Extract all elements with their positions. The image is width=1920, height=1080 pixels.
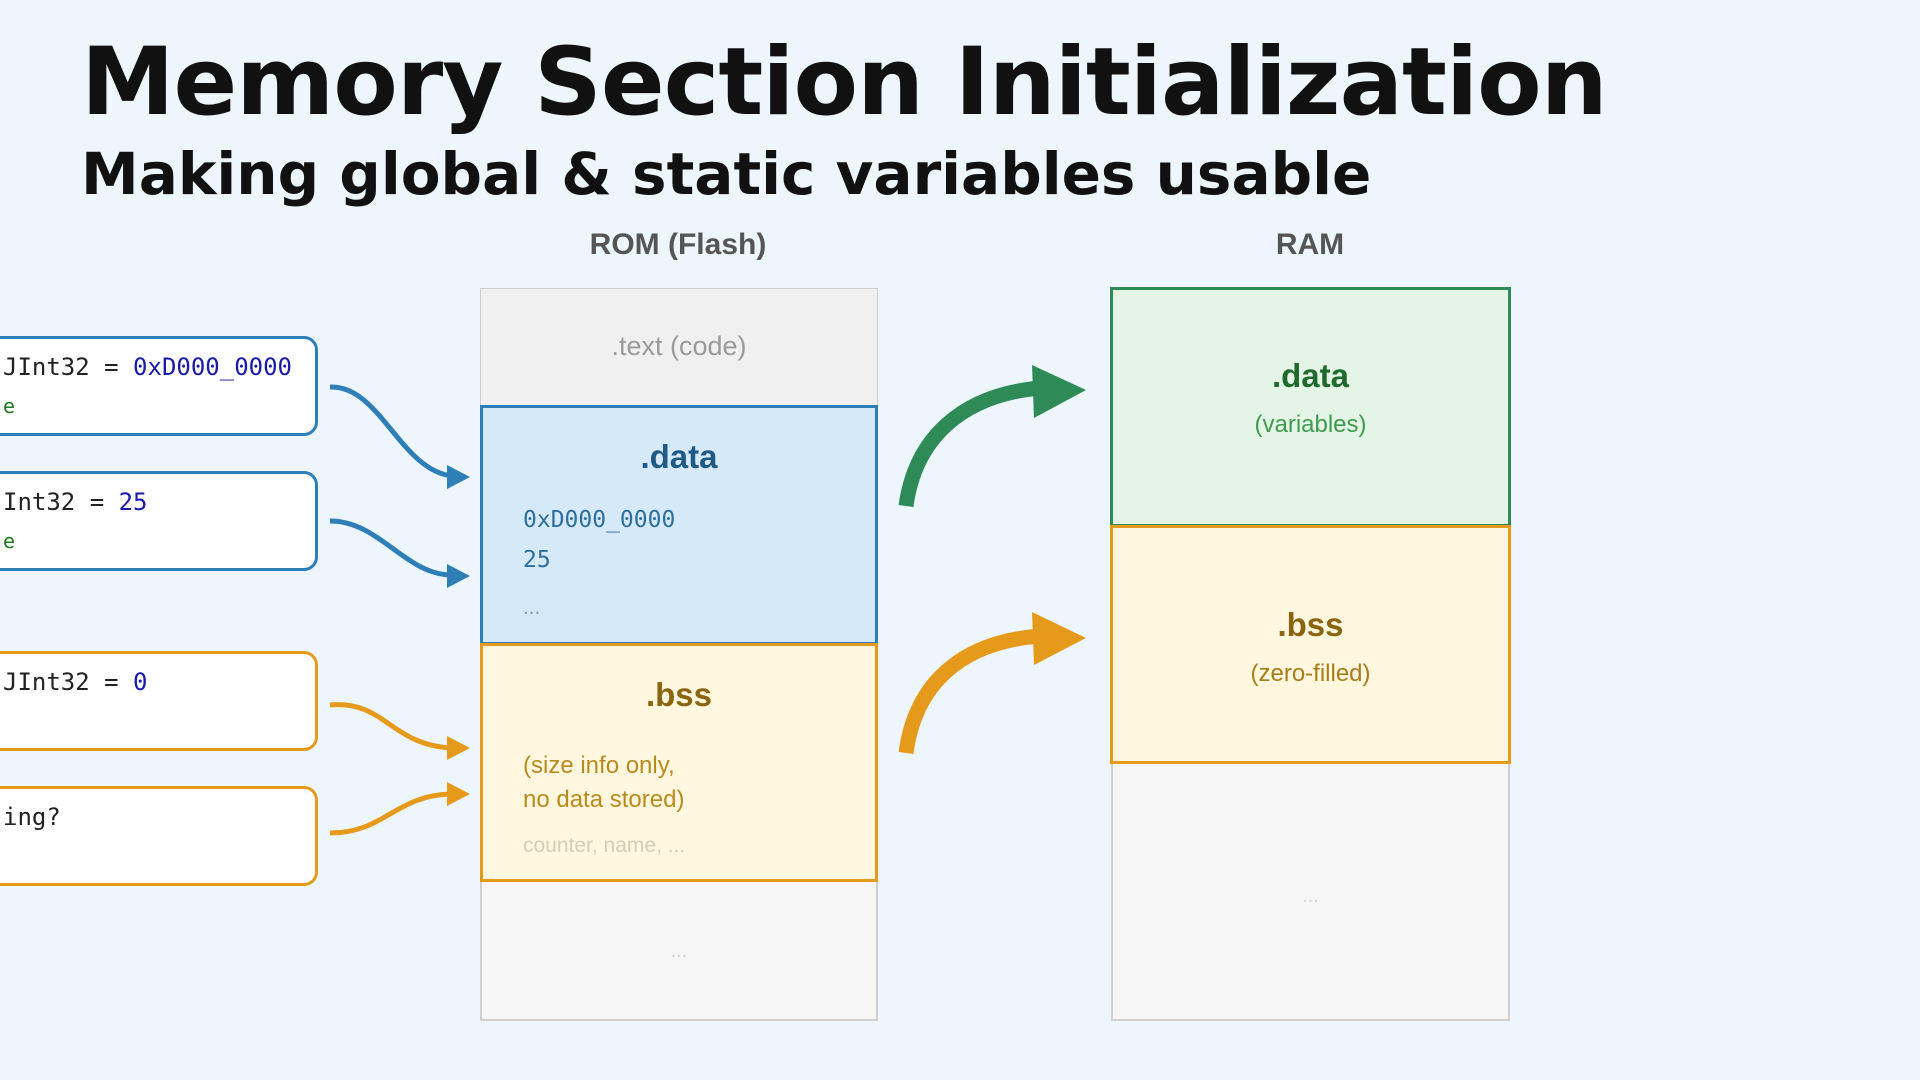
code-box-data-2: Int32 = 25 e	[0, 471, 318, 571]
rom-bss-examples: counter, name, ...	[523, 834, 686, 857]
arrowhead-orange-2	[447, 782, 470, 806]
arrowhead-green-big	[1032, 365, 1086, 418]
ram-bss-sub: (zero-filled)	[1250, 660, 1371, 687]
code-line: JInt32 = 0	[3, 668, 148, 696]
arrowhead-blue-1	[447, 465, 470, 489]
code-line: JInt32 = 0xD000_0000	[3, 353, 292, 381]
ram-rest: ...	[1302, 885, 1319, 907]
ram-bss-title: .bss	[1277, 606, 1344, 643]
arrow-orange-big	[898, 628, 1041, 755]
arrow-blue-2	[329, 518, 453, 578]
page-title: Memory Section Initialization	[81, 28, 1608, 137]
code-line: Int32 = 25	[3, 488, 148, 516]
arrowhead-orange-big	[1032, 612, 1086, 665]
code-hint: e	[3, 529, 16, 553]
arrowhead-orange-1	[447, 736, 470, 760]
arrow-green-big	[898, 380, 1041, 508]
ram-bss-section: .bss (zero-filled)	[1110, 525, 1511, 764]
arrow-orange-1	[329, 702, 453, 751]
rom-text-section: .text (code)	[481, 289, 877, 405]
rom-data-value: 25	[523, 547, 551, 573]
arrow-blue-1	[329, 384, 453, 479]
page-subtitle: Making global & static variables usable	[81, 140, 1372, 208]
rom-bss-section: .bss (size info only, no data stored) co…	[480, 643, 878, 882]
ram-data-sub: (variables)	[1254, 411, 1367, 438]
rom-bss-title: .bss	[645, 676, 713, 713]
code-line: ing?	[3, 803, 61, 831]
rom-data-more: ...	[523, 598, 541, 619]
rom-data-section: .data 0xD000_0000 25 ...	[480, 405, 878, 645]
ram-data-title: .data	[1271, 357, 1350, 394]
arrowhead-blue-2	[447, 564, 470, 588]
rom-text-label: .text (code)	[611, 331, 747, 361]
arrow-orange-2	[329, 791, 453, 836]
ram-data-section: .data (variables)	[1110, 287, 1511, 527]
rom-heading: ROM (Flash)	[589, 228, 767, 261]
rom-data-value: 0xD000_0000	[523, 507, 676, 533]
ram-heading: RAM	[1275, 228, 1345, 261]
rom-rest: ...	[670, 940, 688, 962]
code-box-data-1: JInt32 = 0xD000_0000 e	[0, 336, 318, 436]
rom-bss-note: (size info only,	[523, 752, 675, 779]
code-box-bss-2: ing?	[0, 786, 318, 886]
code-box-bss-1: JInt32 = 0	[0, 651, 318, 751]
rom-bss-note: no data stored)	[523, 786, 685, 813]
code-hint: e	[3, 394, 16, 418]
rom-data-title: .data	[640, 438, 718, 475]
